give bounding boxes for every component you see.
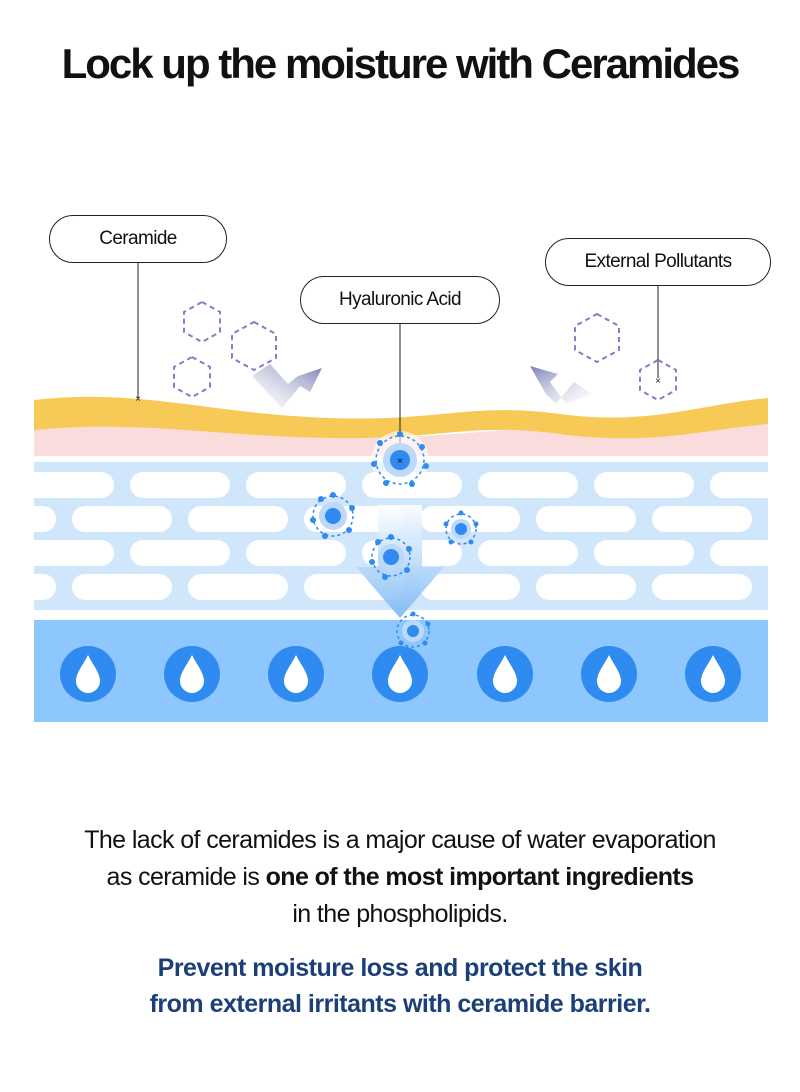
tagline-line-2: from external irritants with ceramide ba… [149, 990, 651, 1018]
tagline-line-1: Prevent moisture loss and protect the sk… [157, 954, 643, 982]
description-line-2-start: as ceramide is [106, 863, 266, 891]
hyaluronic-molecule-icon [443, 510, 479, 545]
arrow-icon [252, 364, 322, 408]
ceramide-layer [34, 396, 768, 439]
pollutant-hexagon-icon [639, 358, 677, 402]
hyaluronic-molecule-icon: × [371, 431, 429, 489]
ceramide-marker-icon: × [135, 394, 141, 405]
pollutant-hexagon-icon [173, 355, 211, 399]
page-title: Lock up the moisture with Ceramides [61, 40, 741, 87]
skin-barrier-diagram: × × × [34, 262, 768, 722]
water-drop-icon [581, 646, 637, 702]
water-drop-icon [685, 646, 741, 702]
hyaluronic-acid-label: Hyaluronic Acid [300, 276, 500, 324]
hyaluronic-molecule-icon [396, 611, 431, 648]
external-pollutants-label: External Pollutants [545, 238, 771, 286]
hyaluronic-molecules: × [310, 431, 479, 648]
water-drop-icon [372, 646, 428, 702]
hyaluronic-molecule-icon [310, 492, 355, 539]
pollutant-hexagon-icon [231, 320, 277, 372]
description-line-2: as ceramide is one of the most important… [0, 859, 800, 896]
pollutant-hexagon-icon [183, 300, 221, 344]
pollutant-marker-icon: × [655, 376, 661, 387]
bounce-arrow-right [530, 366, 592, 404]
water-drop-icon [164, 646, 220, 702]
description-line-3: in the phospholipids. [292, 900, 508, 928]
pollutants-right [574, 312, 677, 402]
water-drop-icon [477, 646, 533, 702]
svg-text:×: × [397, 456, 403, 467]
hyaluronic-molecule-icon [369, 534, 412, 580]
ceramide-label: Ceramide [49, 215, 227, 263]
pollutants-left [173, 300, 277, 399]
pollutant-hexagon-icon [574, 312, 620, 364]
arrow-icon [530, 366, 592, 404]
water-drops [60, 646, 741, 702]
description-emphasis: one of the most important ingredients [265, 863, 694, 891]
tagline: Prevent moisture loss and protect the sk… [0, 950, 800, 1022]
water-drop-icon [268, 646, 324, 702]
description-line-1: The lack of ceramides is a major cause o… [84, 826, 716, 854]
bounce-arrow-left [252, 364, 322, 408]
water-drop-icon [60, 646, 116, 702]
